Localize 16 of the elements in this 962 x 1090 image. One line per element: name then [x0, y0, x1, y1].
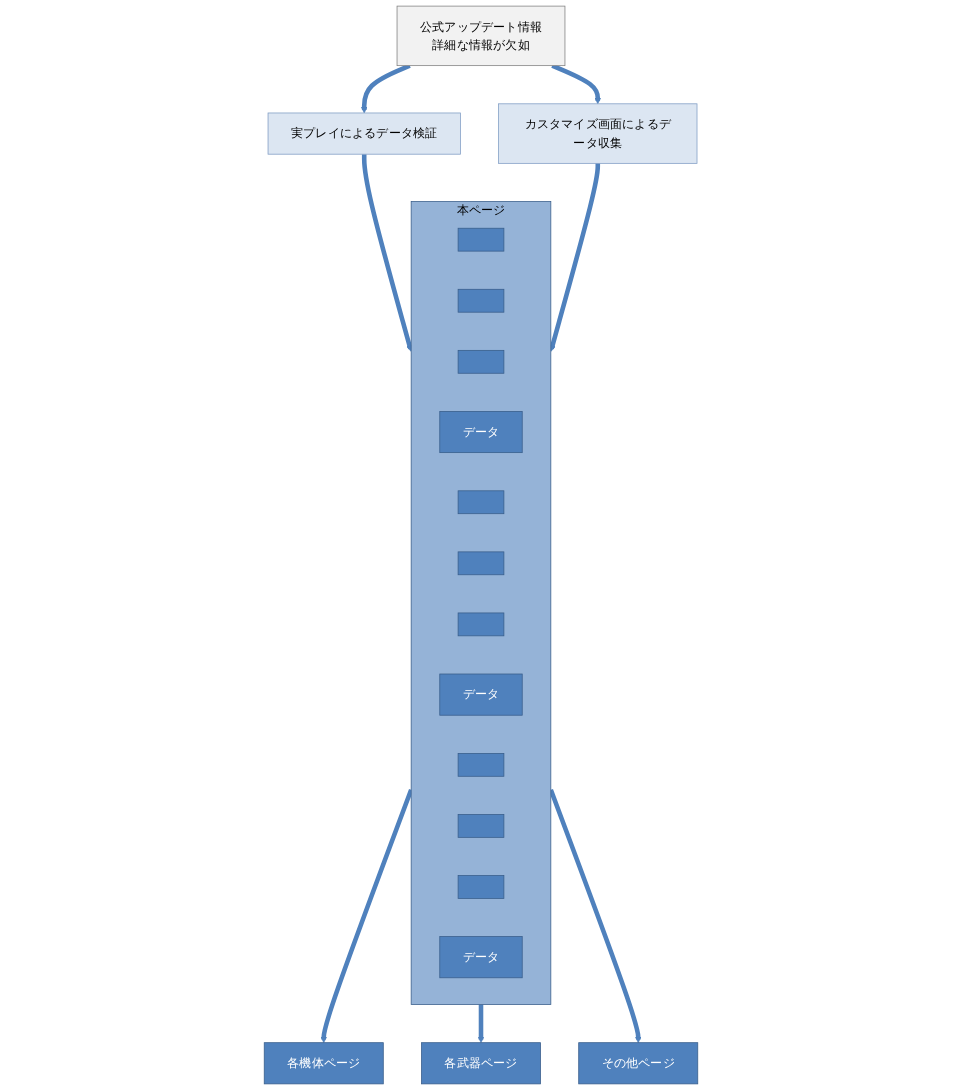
node-box — [457, 875, 505, 899]
arrow — [360, 63, 411, 114]
arrow — [548, 789, 642, 1043]
arrow — [361, 154, 413, 352]
node-box — [457, 288, 505, 313]
node-box — [457, 490, 505, 515]
arrow — [477, 1004, 485, 1043]
arrow — [549, 163, 601, 352]
node-box — [457, 350, 505, 374]
arrow — [320, 789, 414, 1043]
node-box — [457, 814, 505, 838]
node-box — [457, 227, 505, 252]
arrow — [551, 63, 602, 105]
node-box — [457, 551, 505, 576]
node-box — [457, 612, 505, 637]
node-box — [457, 753, 505, 777]
